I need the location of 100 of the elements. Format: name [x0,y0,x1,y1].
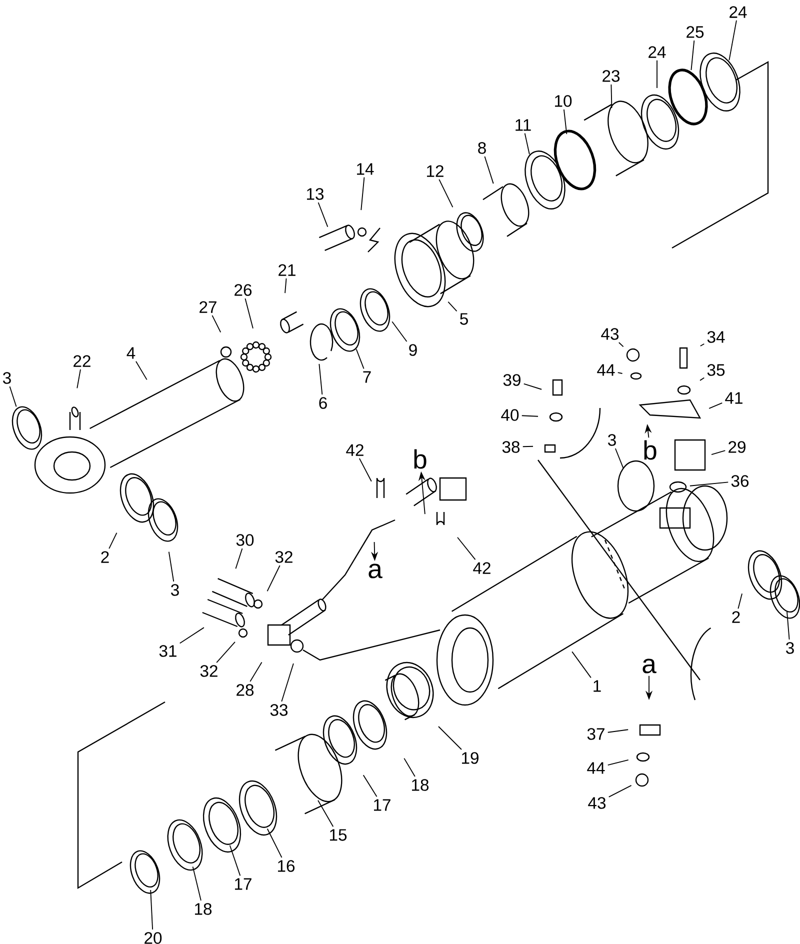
leader-line [614,448,624,470]
callout-number: 17 [374,799,390,811]
leader-line [76,368,81,389]
leader-line [522,446,534,448]
callout-number: 35 [707,364,725,376]
callout-number: 28 [236,684,254,696]
leader-line [284,278,287,294]
callout-number: 41 [725,392,742,404]
leader-line [700,343,705,346]
callout-number: 24 [730,6,747,18]
leader-line [728,20,737,61]
leader-line [244,298,254,329]
leader-line [404,758,416,777]
callout-number: b [414,449,426,469]
callout-number: a [368,564,382,578]
leader-line [457,536,476,560]
callout-number: 24 [648,46,666,58]
callout-number: 42 [346,444,364,456]
leader-line [108,532,118,550]
callout-number: 15 [330,829,347,841]
callout-number: 12 [427,165,444,177]
callout-number: 30 [236,534,254,546]
leader-line [689,482,729,486]
leader-line [150,890,154,930]
callout-number: 32 [275,551,292,563]
callout-number: 17 [235,878,252,890]
callout-number: 1 [594,680,601,692]
leader-line [179,627,204,644]
callout-number: 22 [74,355,90,367]
callout-number: 33 [270,704,288,716]
callout-number: 36 [731,475,749,487]
callout-number: 38 [502,441,520,453]
callout-number: 43 [601,328,619,340]
callout-number: 44 [587,762,605,774]
callout-number: 25 [686,26,704,38]
leader-line [318,800,334,828]
leader-line [563,109,568,135]
callout-number: 3 [786,642,794,654]
callout-number: 3 [171,584,179,596]
callout-number: 5 [460,313,468,325]
callout-number: 42 [473,562,490,574]
callout-number: 37 [587,728,604,740]
callout-number: 39 [503,374,520,386]
callout-number: 10 [555,95,572,107]
leader-line [700,377,705,381]
leader-line [250,662,262,682]
leader-line [618,342,624,348]
leader-line [484,156,494,184]
callout-number: a [642,658,656,674]
leader-line [135,360,148,380]
callout-number: 9 [409,344,417,356]
leader-line [318,363,323,395]
callout-number: 40 [501,409,519,421]
callout-number: 43 [588,797,606,809]
callout-number: 26 [234,284,252,296]
leader-line [711,450,726,456]
leader-line [266,828,282,858]
callout-number: 29 [728,441,746,453]
leader-line [229,844,241,876]
leader-line [392,321,408,342]
leader-line [356,348,364,370]
callout-number: 34 [707,331,725,343]
callout-number: 6 [319,397,327,409]
callout-number: 16 [278,860,295,872]
callout-number: b [644,440,656,460]
leader-line [192,866,202,901]
leader-line [358,458,372,482]
callout-number: 31 [159,645,176,657]
leader-line [690,40,695,71]
leader-line [521,415,538,417]
callout-number: 21 [278,264,296,276]
callout-number: 19 [462,752,478,764]
leader-line [608,785,632,798]
callout-number: 18 [412,779,429,791]
leader-line [786,612,790,640]
callout-number: 2 [101,551,109,563]
leader-line [216,641,236,663]
callout-number: 27 [200,301,216,313]
callout-number: 11 [516,119,531,131]
leader-line [524,132,530,155]
callout-number: 2 [732,611,740,623]
callout-number: 7 [363,371,371,383]
leader-line [708,402,723,409]
callout-number: 8 [478,142,486,154]
callout-number: 44 [597,364,615,376]
leader-line [235,548,243,570]
leader-line [617,372,623,374]
leader-line [607,759,629,766]
leader-line [738,593,742,610]
leader-line [607,729,629,733]
leader-line [362,774,378,798]
leader-line [438,178,454,208]
leader-line [281,663,294,702]
callout-number: 14 [357,163,374,175]
leader-line [318,202,328,228]
leader-line [438,726,462,750]
leader-line [523,383,542,390]
callout-number: 32 [200,665,218,677]
leader-line [168,551,174,582]
leader-line [656,60,658,88]
